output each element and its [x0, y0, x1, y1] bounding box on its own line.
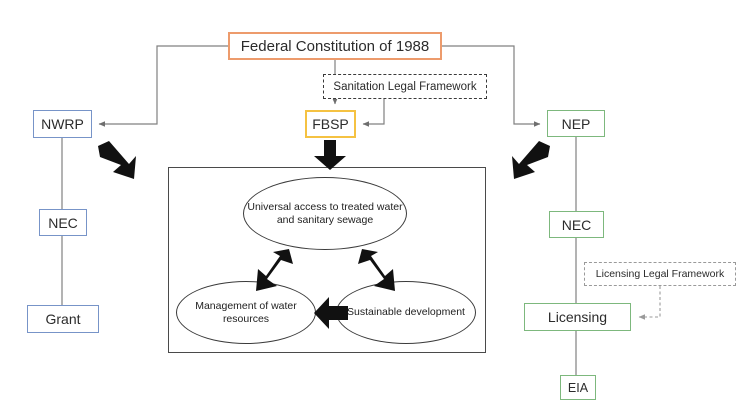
emphasis-arrow-nep-down-left — [512, 141, 550, 179]
cycle-node-sustainable-development[interactable]: Sustainable development — [336, 281, 476, 344]
connector-constitution-to-nwrp — [98, 45, 228, 127]
cycle-arrow-sustainable-to-management — [314, 297, 348, 329]
node-eia[interactable]: EIA — [560, 375, 596, 400]
connector-licensing-framework-to-licensing — [638, 286, 661, 320]
connector-constitution-to-nep — [442, 45, 541, 127]
cycle-arrow-universal-to-sustainable — [358, 249, 395, 291]
node-sanitation-legal-framework[interactable]: Sanitation Legal Framework — [323, 74, 487, 99]
cycle-node-universal-access[interactable]: Universal access to treated water and sa… — [243, 177, 407, 250]
node-licensing[interactable]: Licensing — [524, 303, 631, 331]
cycle-arrow-management-to-universal — [256, 249, 293, 291]
node-licensing-legal-framework[interactable]: Licensing Legal Framework — [584, 262, 736, 286]
node-nec-environment[interactable]: NEC — [549, 211, 604, 238]
node-nec-water[interactable]: NEC — [39, 209, 87, 236]
connector-sanitation-framework-to-fbsp — [362, 99, 385, 127]
emphasis-arrow-fbsp-down — [314, 140, 346, 170]
node-nep[interactable]: NEP — [547, 110, 605, 137]
node-grant[interactable]: Grant — [27, 305, 99, 333]
node-nwrp[interactable]: NWRP — [33, 110, 92, 138]
node-federal-constitution[interactable]: Federal Constitution of 1988 — [228, 32, 442, 60]
node-fbsp[interactable]: FBSP — [305, 110, 356, 138]
emphasis-arrow-nwrp-down-right — [98, 141, 136, 179]
cycle-node-management-water-resources[interactable]: Management of water resources — [176, 281, 316, 344]
